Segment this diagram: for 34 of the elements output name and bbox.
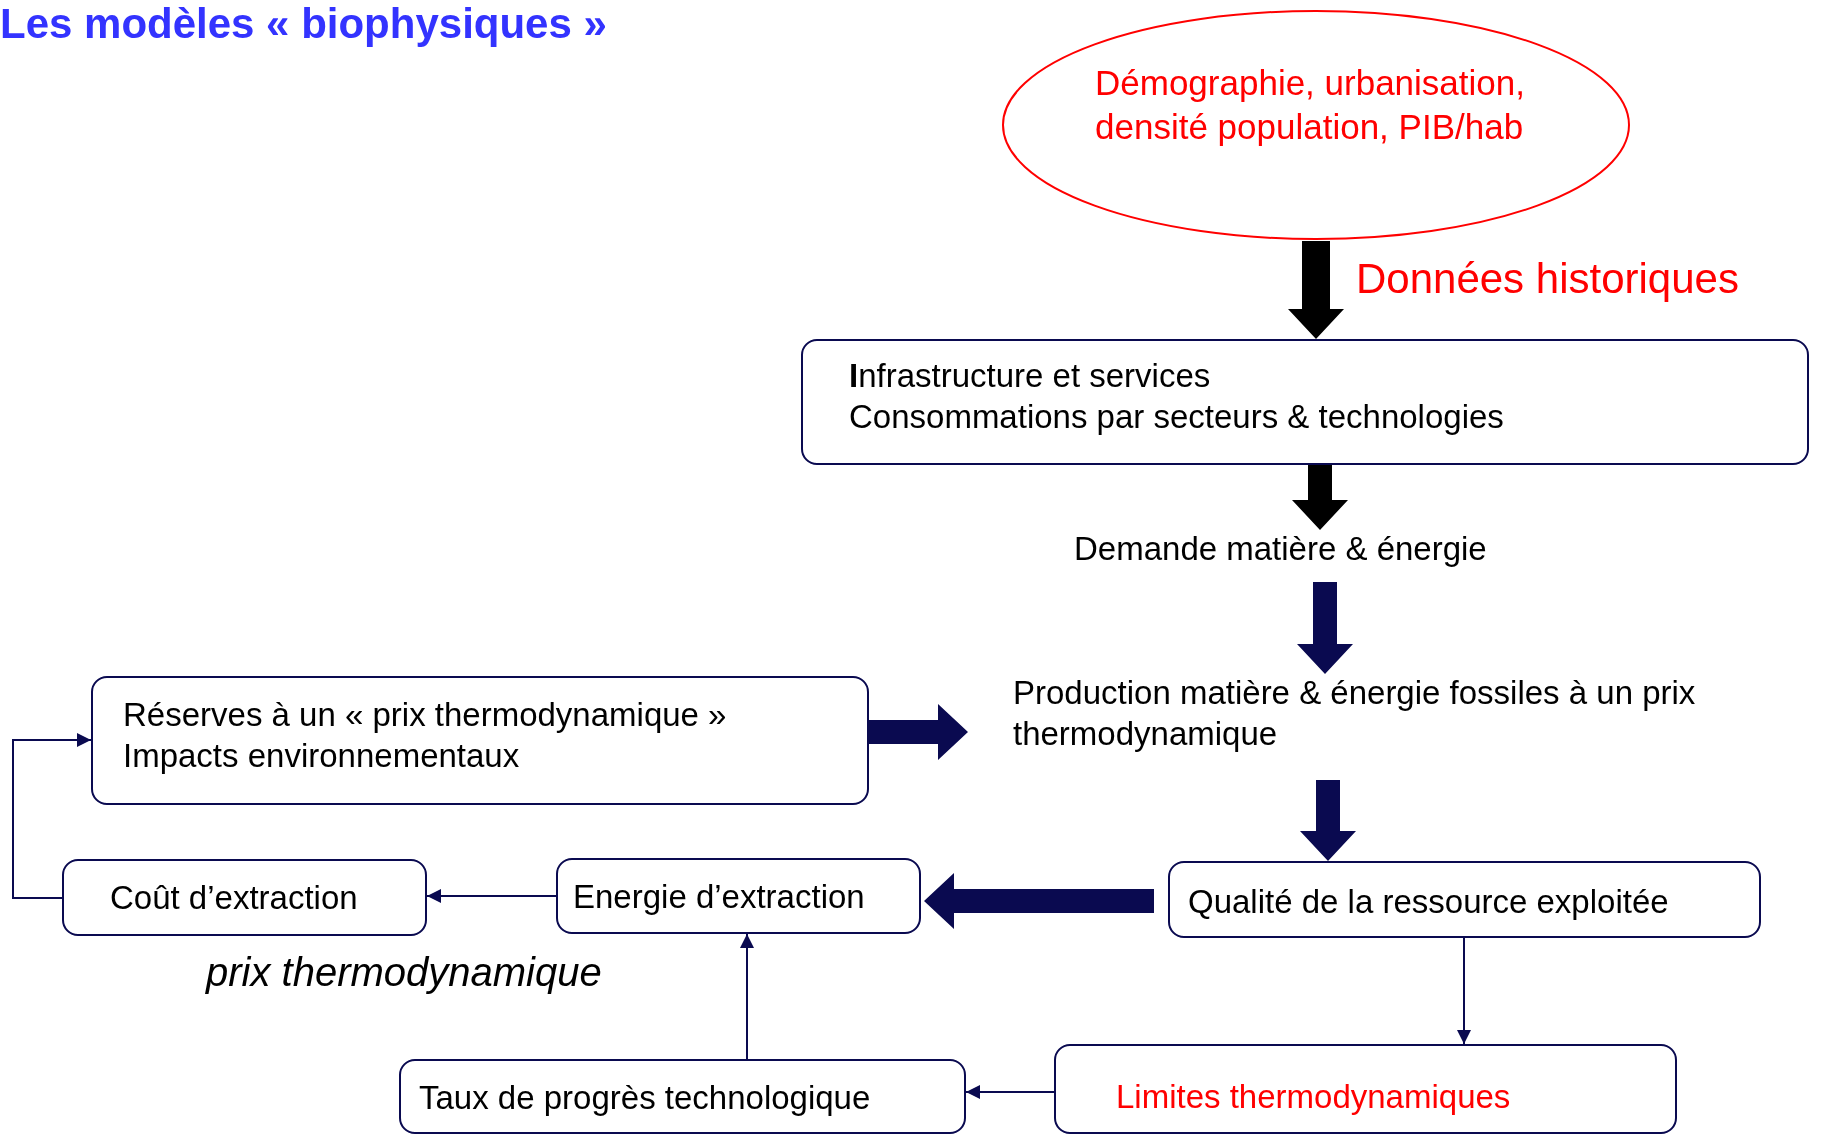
- note-text: prix thermodynamique: [206, 950, 602, 995]
- arrow: [426, 889, 557, 903]
- arrow: [965, 1085, 1055, 1099]
- arrow: [740, 933, 754, 1060]
- node-text: Consommations par secteurs & technologies: [849, 397, 1505, 438]
- block-arrow: [924, 873, 1154, 929]
- node-text: Démographie, urbanisation, densité population, PIB/hab: [1095, 62, 1526, 148]
- process-box: [1168, 861, 1761, 938]
- arrow: [12, 733, 92, 899]
- process-box: [1054, 1044, 1677, 1134]
- block-arrow: [1292, 465, 1348, 530]
- node-text: Energie d’extraction: [573, 877, 866, 917]
- node-text: Impacts environnementaux: [123, 736, 521, 777]
- edge-label: Données historiques: [1356, 255, 1739, 303]
- arrow: [1457, 937, 1471, 1045]
- block-arrow: [1300, 780, 1356, 861]
- block-arrow: [1288, 241, 1344, 339]
- ellipse-node: [1001, 9, 1631, 241]
- block-arrow: [869, 704, 968, 760]
- diagram-title: Les modèles « biophysiques »: [0, 0, 607, 48]
- flow-text: Production matière & énergie fossiles à un prix thermodynamique: [1013, 673, 1697, 755]
- node-text: Coût d’extraction: [110, 878, 359, 918]
- node-text: Infrastructure et services: [849, 356, 1212, 396]
- node-text: Réserves à un « prix thermodynamique »: [123, 695, 728, 735]
- process-box: [62, 859, 427, 936]
- node-text: Limites thermodynamiques: [1116, 1077, 1512, 1117]
- node-text: Taux de progrès technologique: [419, 1078, 872, 1118]
- block-arrow: [1297, 582, 1353, 674]
- process-box: [801, 339, 1809, 465]
- node-text: Qualité de la ressource exploitée: [1188, 882, 1670, 922]
- process-box: [91, 676, 869, 805]
- process-box: [556, 858, 921, 934]
- flow-text: Demande matière & énergie: [1074, 529, 1488, 569]
- process-box: [399, 1059, 966, 1134]
